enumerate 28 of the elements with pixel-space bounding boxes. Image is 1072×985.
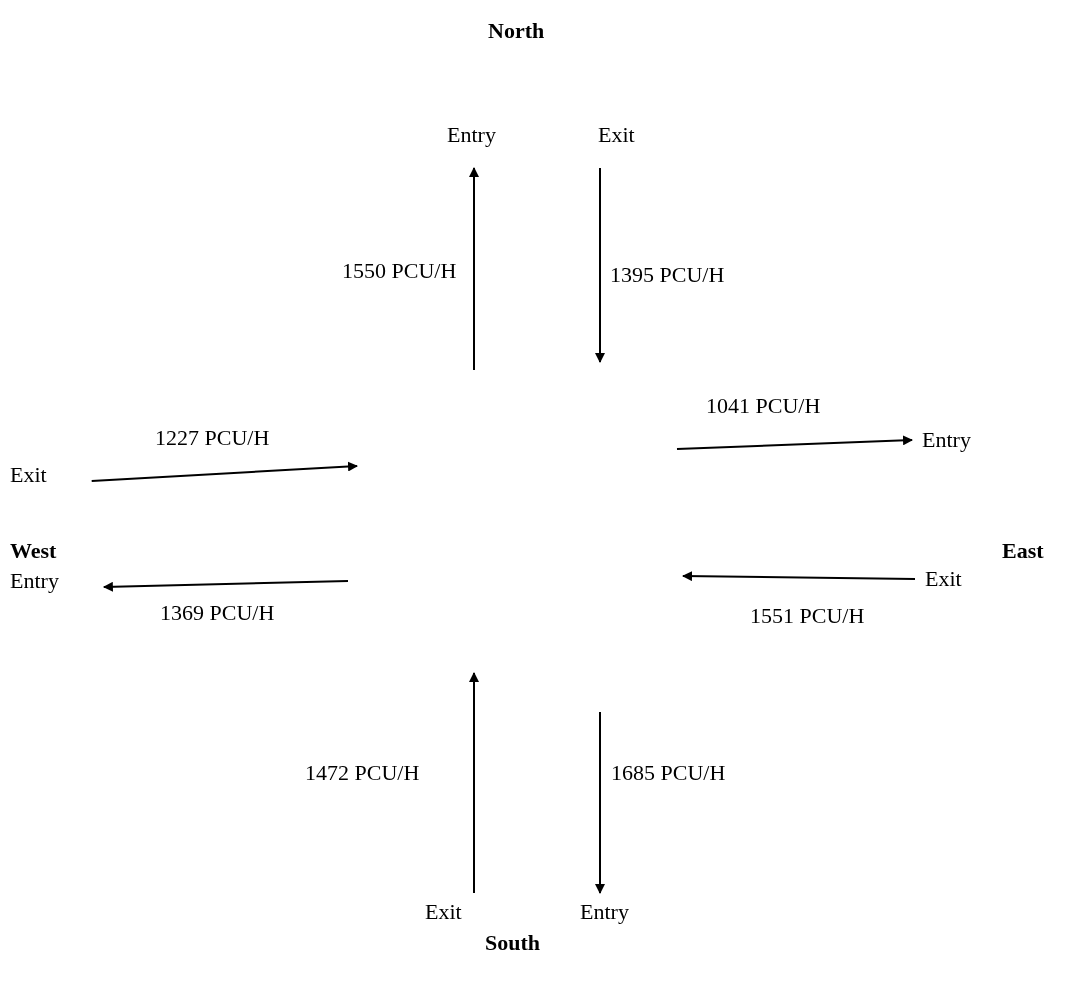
arrow — [469, 167, 479, 371]
edge-label: 1395 PCU/H — [610, 262, 725, 288]
direction-heading: East — [1002, 538, 1044, 564]
arrow — [595, 167, 605, 363]
arrow — [102, 580, 349, 592]
edge-label: 1550 PCU/H — [342, 258, 457, 284]
approach-label: Exit — [925, 566, 962, 592]
direction-heading: South — [485, 930, 541, 956]
arrow — [676, 435, 913, 450]
edge-label: 1227 PCU/H — [155, 425, 270, 451]
arrow — [469, 672, 479, 894]
edge-label: 1041 PCU/H — [706, 393, 821, 419]
direction-heading: North — [488, 18, 545, 44]
approach-label: Entry — [10, 568, 59, 594]
approach-label: Exit — [598, 122, 635, 148]
edge-label: 1369 PCU/H — [160, 600, 275, 626]
approach-label: Entry — [922, 427, 971, 453]
direction-heading: West — [10, 538, 57, 564]
edge-label: 1685 PCU/H — [611, 760, 726, 786]
approach-label: Entry — [447, 122, 496, 148]
arrow — [682, 571, 916, 582]
arrow — [595, 711, 605, 894]
edge-label: 1472 PCU/H — [305, 760, 420, 786]
approach-label: Entry — [580, 899, 629, 925]
arrow — [90, 461, 358, 482]
edge-label: 1551 PCU/H — [750, 603, 865, 629]
approach-label: Exit — [425, 899, 462, 925]
approach-label: Exit — [10, 462, 47, 488]
